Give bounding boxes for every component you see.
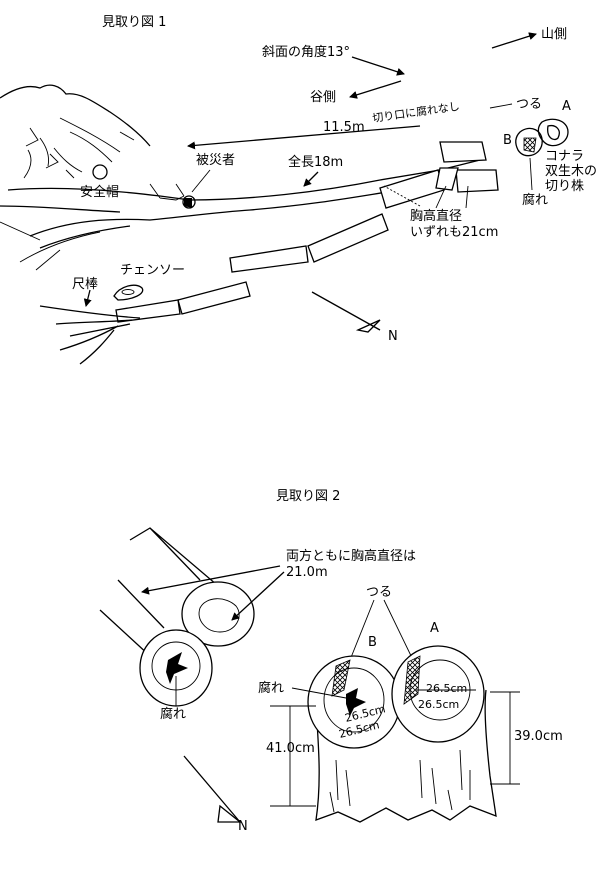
trunk-branches [0, 205, 131, 249]
branch-lines [0, 221, 101, 271]
rod-leader [83, 289, 92, 307]
log-6 [115, 299, 181, 323]
fig2-label-a: A [430, 621, 439, 636]
log-5 [177, 281, 251, 315]
downhill-arrow [349, 80, 402, 99]
fig2-tsuru-leader-2 [383, 599, 415, 663]
rot-leader-fig1 [529, 157, 533, 191]
slope-angle-label: 斜面の角度13° [262, 44, 350, 60]
fig2-rot-stump-leader [291, 687, 347, 699]
fallen-trunk-lower [29, 183, 441, 237]
dim-a1: 26.5cm [426, 682, 467, 695]
h-left-label: 41.0cm [266, 741, 315, 756]
shrub-marks [25, 127, 135, 179]
uphill-label: 山側 [541, 27, 567, 42]
fig2-north-line [183, 755, 241, 823]
fig2-tsuru-label: つる [366, 585, 392, 600]
stump-base [315, 689, 497, 823]
helmet-symbol [92, 164, 108, 180]
total-length-label: 全長18m [288, 154, 343, 170]
cut-note-label: 切り口に腐れなし [371, 99, 460, 125]
log-wedge [435, 167, 459, 191]
fig2-dbh-line-2: 21.0m [286, 565, 328, 580]
log-2 [455, 169, 499, 193]
stump-b-tsuru-hatch [331, 659, 351, 697]
stump-b-outline [515, 127, 543, 157]
fig2-dbh-line-1: 両方ともに胸高直径は [286, 548, 416, 564]
victim-limbs [149, 183, 185, 201]
stump-a-inner [547, 124, 560, 141]
rod-label: 尺棒 [72, 277, 98, 292]
fig2-trunk-a-lines [129, 527, 231, 597]
stump-line-2: 双生木の [545, 164, 597, 179]
helmet-label: 安全帽 [80, 184, 119, 200]
cut-logs [115, 141, 499, 323]
fig2-dbh-arrow-2 [231, 571, 285, 621]
fig2-tsuru-leader-1 [349, 599, 375, 661]
fig2-dbh-arrow-1 [141, 565, 281, 595]
downhill-label: 谷側 [310, 90, 336, 105]
stump-b-rot [523, 137, 537, 153]
dbh-leader-1 [435, 185, 447, 209]
distance-label: 11.5m [323, 120, 365, 135]
figure-2: 見取り図 2 腐れ 両方ともに胸高直径は 21.0m つる B A [99, 489, 563, 834]
fig2-trunk-a-end [181, 581, 255, 647]
chainsaw-handle [121, 289, 135, 295]
dbh-line-2: いずれも21cm [410, 225, 498, 240]
stump-b-label: B [503, 133, 512, 148]
figure1-title: 見取り図 1 [102, 15, 166, 30]
fig2-rot-left-label: 腐れ [160, 707, 186, 722]
dbh-line-1: 胸高直径 [410, 208, 462, 224]
rot-label-fig1: 腐れ [522, 193, 548, 208]
tsuru-leader [489, 103, 513, 109]
stump-b-rot-mark [346, 688, 366, 716]
figure-1: 見取り図 1 山側 斜面の角度13° 谷側 [0, 15, 597, 365]
fig2-north-arrow-icon [217, 804, 242, 823]
log-4 [229, 245, 309, 273]
stump-a-tsuru-hatch [403, 655, 421, 705]
total-length-leader [303, 171, 319, 187]
stump-b-rings [323, 667, 385, 733]
log-7 [439, 141, 487, 163]
victim-body [184, 198, 192, 208]
slope-arrow [351, 56, 405, 76]
tsuru-label-fig1: つる [516, 97, 542, 112]
distance-arrow [187, 125, 421, 150]
north-arrow-icon [355, 319, 381, 333]
victim-leader [191, 169, 211, 193]
north-label-fig1: N [388, 329, 398, 344]
stump-line-1: コナラ [545, 149, 584, 164]
uphill-arrow [491, 32, 537, 49]
dbh-leader-3 [383, 185, 421, 207]
dbh-leader-2 [465, 185, 469, 209]
chainsaw-symbol [113, 284, 144, 301]
fig2-rot-stump-label: 腐れ [258, 681, 284, 696]
fig2-trunk-a-inner [198, 598, 240, 633]
slope-contour [0, 84, 151, 147]
fig2-north-label: N [238, 819, 248, 834]
h-right-label: 39.0cm [514, 729, 563, 744]
log-3 [307, 213, 389, 263]
dim-a2: 26.5cm [418, 698, 459, 711]
shrubs [23, 117, 121, 179]
figure2-title: 見取り図 2 [276, 489, 340, 504]
log-1 [379, 169, 445, 209]
victim-label: 被災者 [196, 153, 235, 168]
north-line [311, 291, 381, 331]
roots [39, 305, 141, 365]
bark-marks [329, 749, 471, 813]
fig2-trunk-b-lines [99, 579, 165, 657]
stump-a-label: A [562, 99, 571, 114]
fig2-label-b: B [368, 635, 377, 650]
victim-figure [182, 195, 196, 209]
stump-line-3: 切り株 [545, 179, 584, 194]
fig2-rot-mark [166, 652, 188, 684]
chainsaw-label: チェンソー [120, 263, 185, 278]
